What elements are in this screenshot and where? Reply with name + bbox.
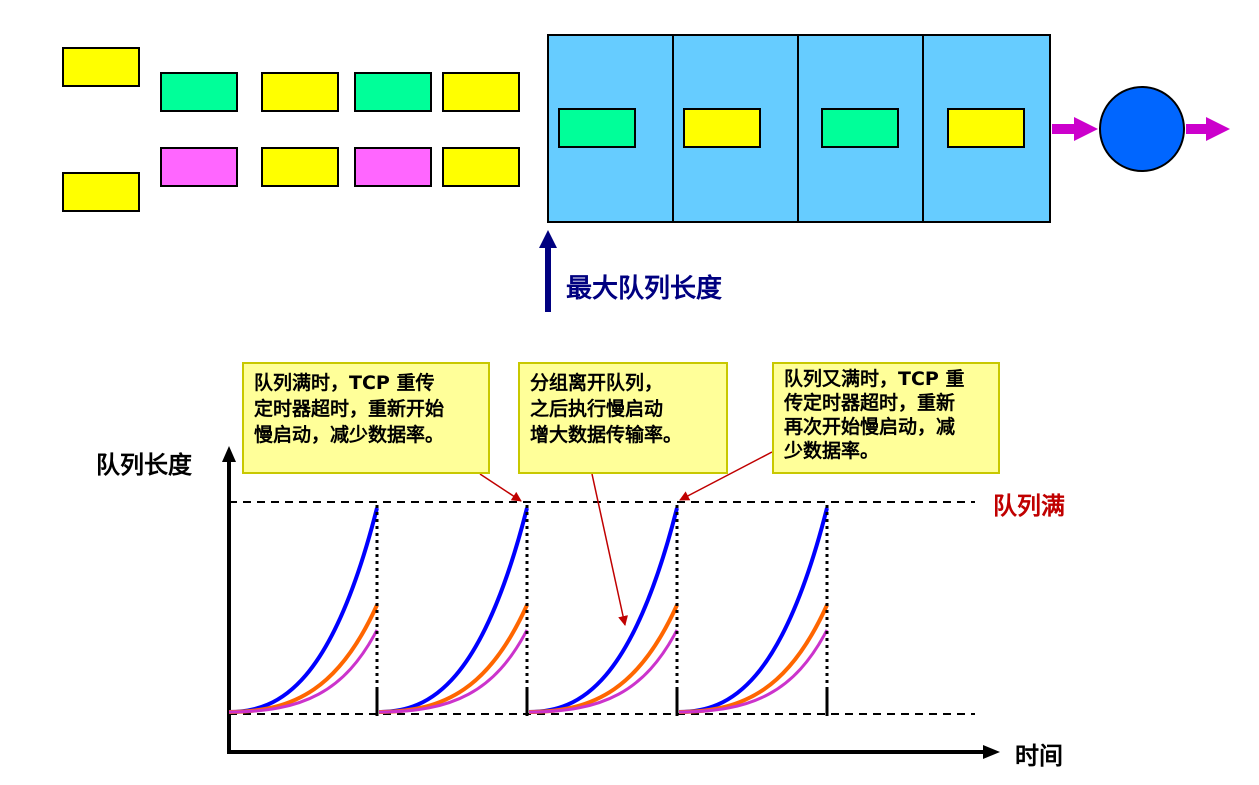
callout-line: 慢启动，减少数据率。	[254, 424, 445, 446]
output-arrow-out	[1186, 117, 1230, 141]
callout-line: 分组离开队列，	[530, 372, 664, 394]
y-axis-arrowhead	[222, 446, 236, 462]
curve-blue	[228, 507, 379, 714]
queued-packet-yellow	[947, 108, 1025, 148]
queue-full-label: 队列满	[993, 492, 1065, 520]
callout-timeout-restart: 队列满时，TCP 重传 定时器超时，重新开始 慢启动，减少数据率。	[242, 362, 490, 474]
queue-cycles	[228, 505, 829, 716]
callout-pointer-3	[679, 451, 773, 501]
packet-yellow	[62, 172, 140, 212]
curve-orange	[378, 604, 529, 714]
packet-yellow	[261, 72, 339, 112]
curve-blue	[678, 507, 829, 714]
curve-purple	[678, 629, 829, 714]
chart-axes	[222, 446, 1000, 759]
packet-yellow	[62, 47, 140, 87]
callout-line: 少数据率。	[784, 440, 880, 462]
callout-full-again: 队列又满时，TCP 重 传定时器超时，重新 再次开始慢启动，减 少数据率。	[772, 362, 1000, 474]
curve-orange	[528, 604, 679, 714]
waiting-packets	[62, 47, 520, 212]
server-circle	[1099, 86, 1185, 172]
callout-line: 队列又满时，TCP 重	[784, 368, 965, 390]
packet-yellow	[442, 147, 520, 187]
packet-pink	[160, 147, 238, 187]
callout-line: 再次开始慢启动，减	[784, 416, 956, 438]
queued-packet-green	[821, 108, 899, 148]
packet-yellow	[442, 72, 520, 112]
curve-purple	[528, 629, 679, 714]
packet-pink	[354, 147, 432, 187]
curve-blue	[528, 507, 679, 714]
queued-packet-green	[558, 108, 636, 148]
curve-orange	[678, 604, 829, 714]
callout-line: 传定时器超时，重新	[784, 392, 956, 414]
callout-line: 定时器超时，重新开始	[254, 398, 445, 420]
max-queue-label: 最大队列长度	[566, 274, 723, 304]
curve-blue	[378, 507, 529, 714]
packet-green	[354, 72, 432, 112]
queued-packets	[558, 108, 1025, 148]
y-axis-label: 队列长度	[96, 451, 192, 479]
curve-purple	[228, 629, 379, 714]
x-axis-label: 时间	[1015, 742, 1063, 770]
packet-yellow	[261, 147, 339, 187]
callout-line: 队列满时，TCP 重传	[254, 372, 435, 394]
curve-orange	[228, 604, 379, 714]
callout-line: 之后执行慢启动	[530, 398, 664, 420]
queued-packet-yellow	[683, 108, 761, 148]
output-arrow-in	[1052, 117, 1098, 141]
callout-pointer-2	[591, 473, 628, 626]
x-axis-arrowhead	[983, 745, 1000, 759]
callout-slow-start-increase: 分组离开队列， 之后执行慢启动 增大数据传输率。	[518, 362, 728, 474]
callout-line: 增大数据传输率。	[530, 424, 683, 446]
packet-green	[160, 72, 238, 112]
curve-purple	[378, 629, 529, 714]
max-queue-arrow	[539, 230, 557, 312]
callout-pointer-1	[479, 473, 522, 502]
